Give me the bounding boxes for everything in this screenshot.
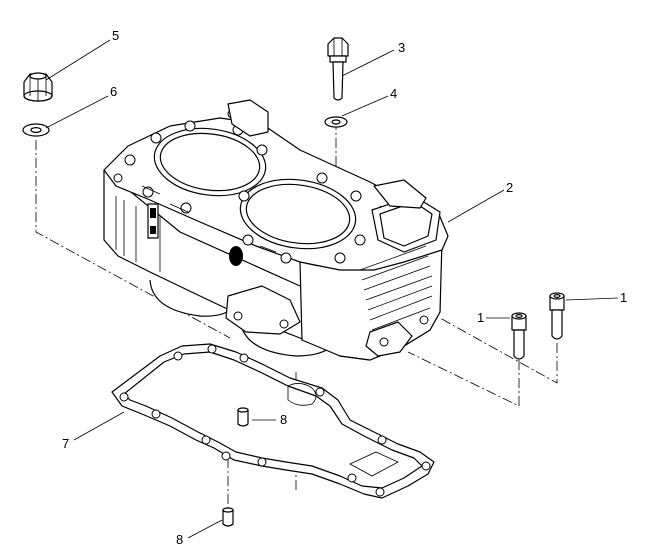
washer-part-4 (324, 116, 348, 128)
callout-6: 6 (110, 84, 117, 99)
bolt-part-1a (511, 312, 527, 360)
oil-gallery-hole (229, 246, 243, 266)
cooling-fins (359, 245, 433, 331)
washer-part-6 (22, 123, 50, 137)
callout-4: 4 (390, 86, 397, 101)
deck-bolt-holes (113, 109, 366, 264)
dowel-pin-8a (237, 407, 249, 427)
callout-3: 3 (398, 40, 405, 55)
callout-labels: 5 6 3 4 2 1 1 7 8 8 (62, 28, 627, 547)
dowel-pin-8b (222, 507, 234, 527)
cylinder-bore-left (153, 127, 267, 197)
callout-8b: 8 (176, 532, 183, 547)
nut-part-5 (23, 72, 53, 102)
callout-7: 7 (62, 436, 69, 451)
leader-lines (45, 39, 619, 539)
base-gasket (111, 343, 435, 499)
cylinder-bore-right (239, 178, 357, 250)
callout-1b: 1 (620, 290, 627, 305)
callout-5: 5 (112, 28, 119, 43)
callout-1a: 1 (477, 310, 484, 325)
bolt-part-1b (549, 292, 565, 340)
callout-2: 2 (506, 180, 513, 195)
cylinder-block (103, 99, 449, 361)
callout-8a: 8 (280, 412, 287, 427)
stud-part-3 (327, 37, 349, 101)
